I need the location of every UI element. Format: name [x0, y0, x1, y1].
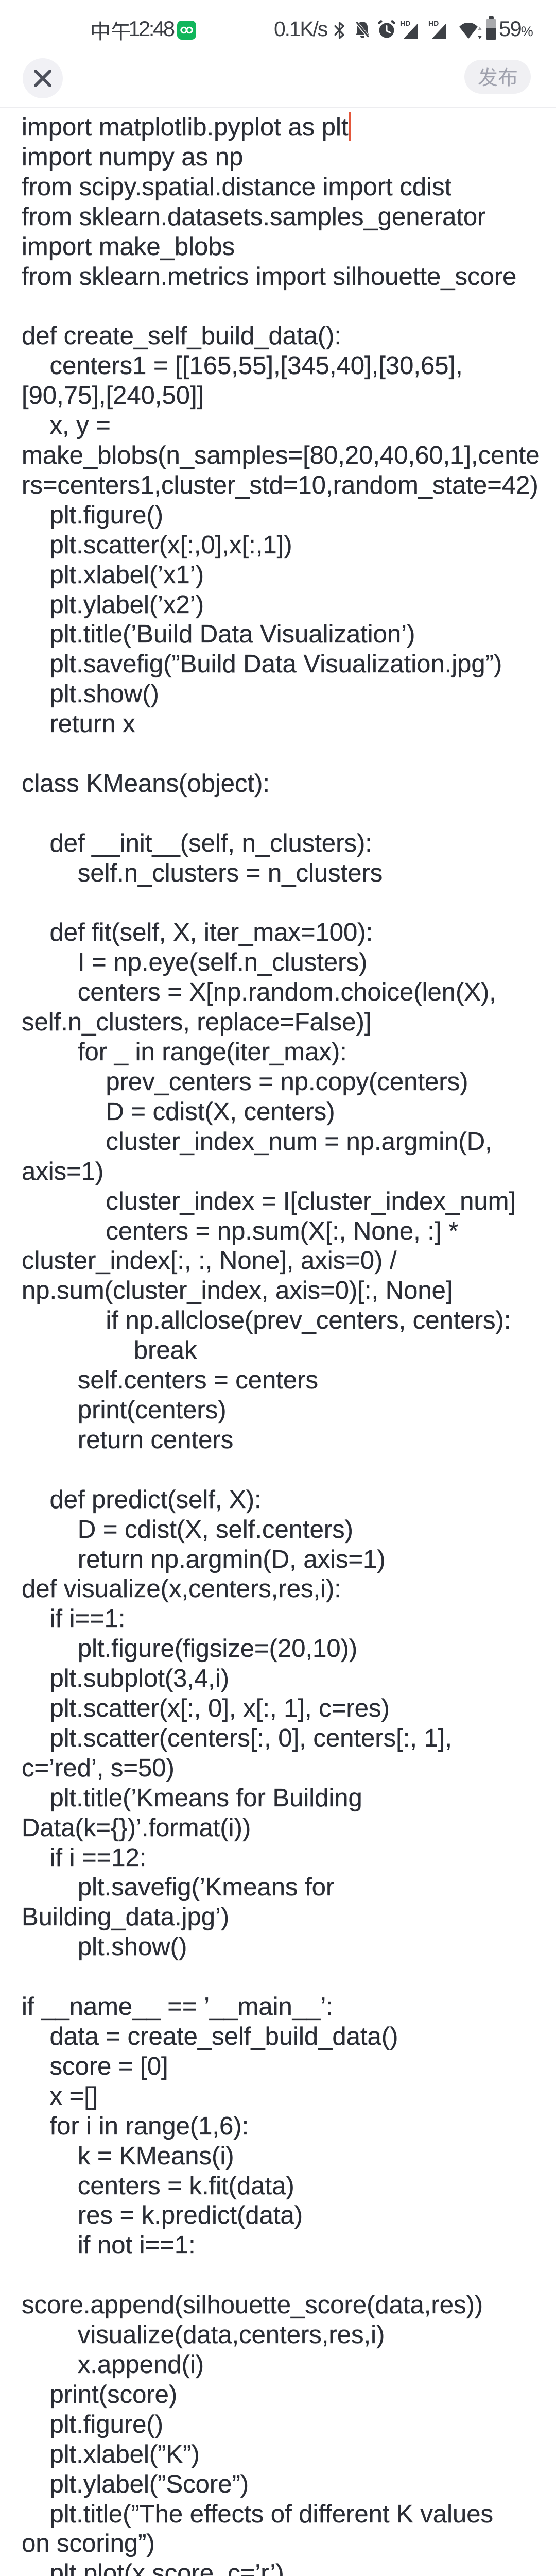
svg-text:HD: HD [400, 20, 410, 27]
svg-text:HD: HD [428, 20, 439, 27]
